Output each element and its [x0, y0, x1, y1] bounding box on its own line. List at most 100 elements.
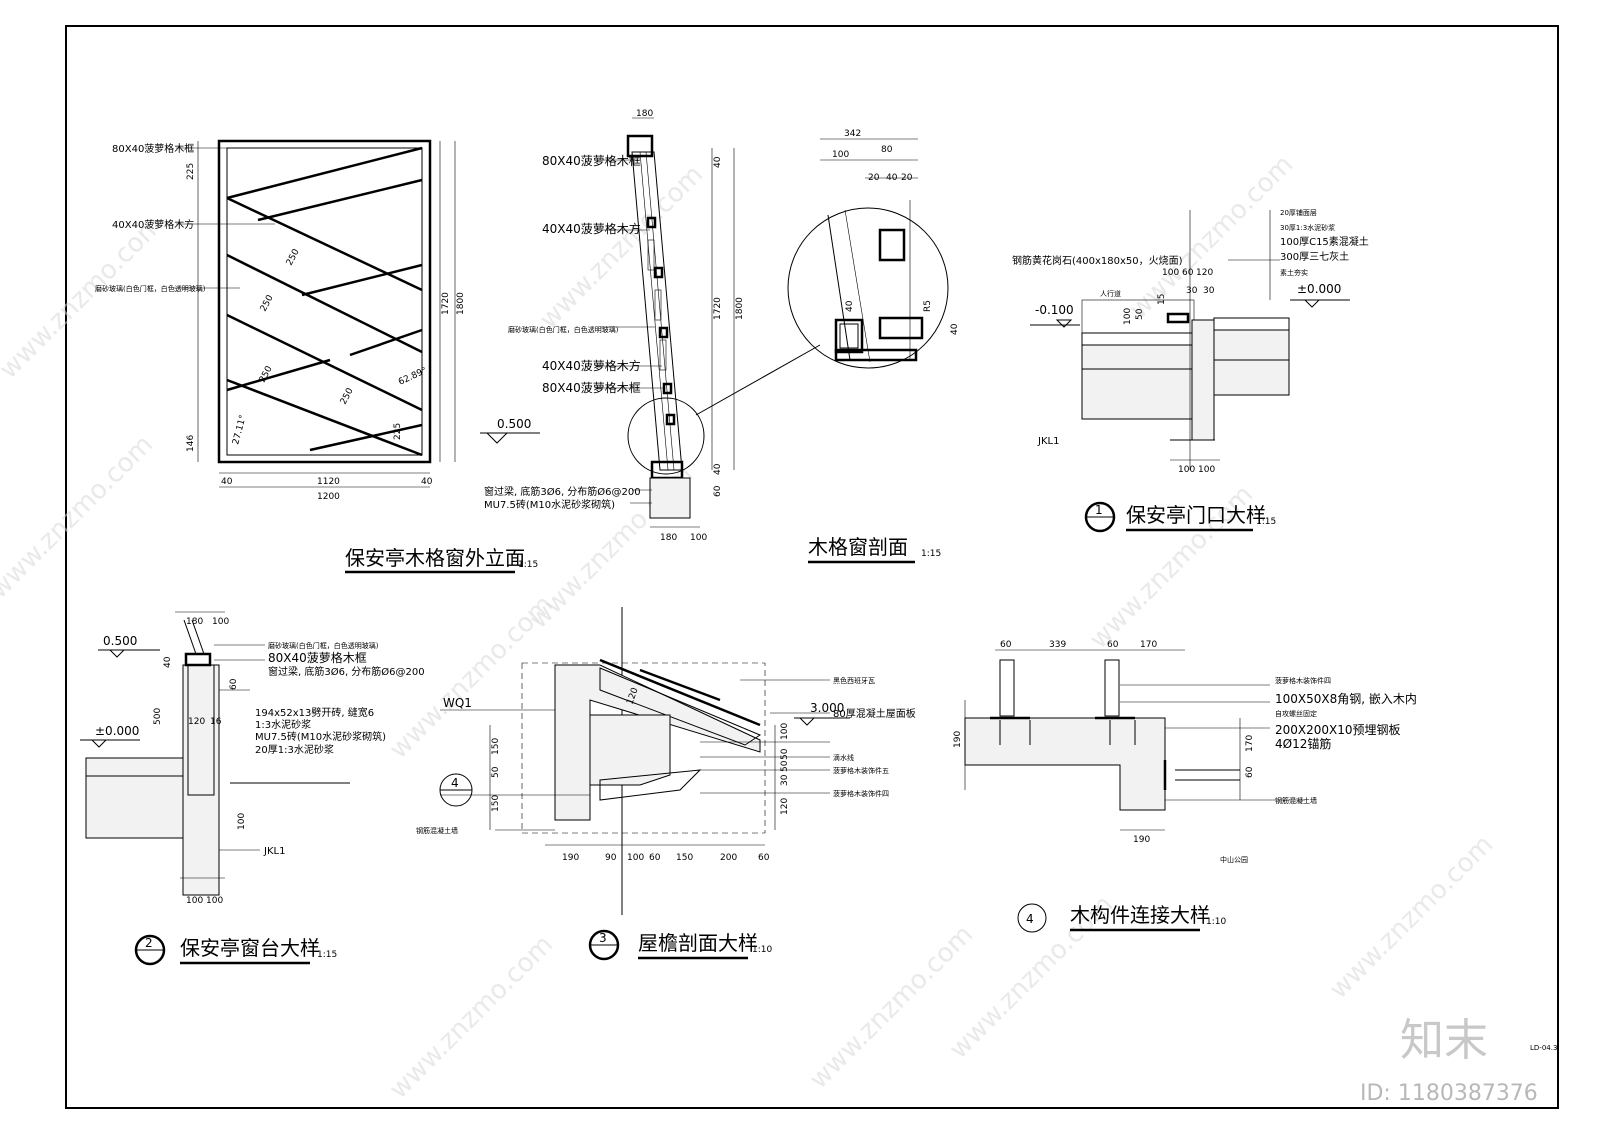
svg-text:±0.000: ±0.000 [1297, 282, 1341, 296]
svg-text:www.znzmo.com: www.znzmo.com [0, 430, 159, 605]
elevation-title: 保安亭木格窗外立面 [345, 546, 525, 570]
svg-text:20厚铺面层: 20厚铺面层 [1280, 208, 1317, 217]
svg-text:自攻螺丝固定: 自攻螺丝固定 [1275, 709, 1317, 718]
svg-text:菠萝格木装饰件四: 菠萝格木装饰件四 [1275, 676, 1331, 685]
svg-text:100: 100 [186, 896, 203, 906]
svg-text:4: 4 [451, 776, 459, 790]
svg-text:60: 60 [758, 853, 770, 863]
svg-text:3.000: 3.000 [810, 701, 844, 715]
svg-text:1:15: 1:15 [518, 560, 538, 570]
svg-text:60: 60 [713, 485, 723, 497]
svg-text:120: 120 [1196, 268, 1213, 278]
svg-text:3: 3 [599, 931, 607, 945]
svg-text:www.znzmo.com: www.znzmo.com [1124, 150, 1299, 325]
svg-text:194x52x13劈开砖, 缝宽6: 194x52x13劈开砖, 缝宽6 [255, 706, 374, 719]
svg-text:钢筋黄花岗石(400x180x50，火烧面): 钢筋黄花岗石(400x180x50，火烧面) [1012, 254, 1183, 267]
svg-text:R5: R5 [923, 300, 933, 312]
svg-text:60: 60 [229, 678, 239, 690]
svg-text:菠萝格木装饰件五: 菠萝格木装饰件五 [833, 766, 889, 775]
svg-text:500: 500 [153, 708, 163, 725]
svg-text:190: 190 [562, 853, 579, 863]
svg-text:180: 180 [660, 533, 677, 543]
svg-text:1800: 1800 [456, 292, 466, 315]
svg-text:1:10: 1:10 [1206, 917, 1226, 927]
svg-text:40: 40 [713, 463, 723, 475]
svg-text:100: 100 [832, 150, 849, 160]
svg-text:100: 100 [1198, 465, 1215, 475]
svg-text:15: 15 [1157, 294, 1167, 305]
svg-text:200: 200 [720, 853, 737, 863]
svg-text:菠萝格木装饰件四: 菠萝格木装饰件四 [833, 789, 889, 798]
svg-text:1:15: 1:15 [1256, 517, 1276, 527]
svg-text:磨砂玻璃(白色门框，白色透明玻璃): 磨砂玻璃(白色门框，白色透明玻璃) [508, 325, 619, 334]
section-title: 木格窗剖面 [808, 535, 908, 559]
svg-text:20厚1:3水泥砂浆: 20厚1:3水泥砂浆 [255, 743, 334, 756]
svg-text:40: 40 [221, 477, 233, 487]
svg-text:钢筋混凝土墙: 钢筋混凝土墙 [1275, 796, 1317, 805]
svg-text:2: 2 [145, 936, 153, 950]
svg-text:4: 4 [1026, 912, 1034, 926]
svg-text:±0.000: ±0.000 [95, 724, 139, 738]
svg-text:120: 120 [780, 798, 790, 815]
svg-text:40X40菠萝格木方: 40X40菠萝格木方 [542, 358, 641, 373]
svg-text:150: 150 [676, 853, 693, 863]
svg-text:100厚C15素混凝土: 100厚C15素混凝土 [1280, 235, 1369, 248]
id-text: ID: 1180387376 [1360, 1081, 1538, 1106]
svg-text:60: 60 [649, 853, 661, 863]
svg-text:100: 100 [212, 617, 229, 627]
svg-text:50: 50 [780, 748, 790, 760]
svg-text:1720: 1720 [441, 292, 451, 315]
svg-text:20: 20 [901, 173, 913, 183]
door-detail-title: 保安亭门口大样 [1126, 503, 1266, 527]
svg-text:40: 40 [421, 477, 433, 487]
svg-text:100: 100 [206, 896, 223, 906]
svg-text:40: 40 [845, 300, 855, 312]
svg-text:-0.100: -0.100 [1035, 303, 1074, 317]
svg-text:250: 250 [259, 293, 276, 313]
svg-text:1120: 1120 [317, 477, 340, 487]
door-detail-view: 20厚铺面层 30厚1:3水泥砂浆 100厚C15素混凝土 300厚三七灰土 素… [1012, 208, 1369, 533]
svg-text:60: 60 [1245, 766, 1255, 778]
svg-text:40X40菠萝格木方: 40X40菠萝格木方 [112, 218, 194, 231]
svg-text:100: 100 [1162, 268, 1179, 278]
svg-text:磨砂玻璃(白色门框，白色透明玻璃): 磨砂玻璃(白色门框，白色透明玻璃) [95, 284, 206, 293]
svg-text:100: 100 [627, 853, 644, 863]
svg-text:0.500: 0.500 [497, 417, 531, 431]
svg-text:钢筋混凝土墙: 钢筋混凝土墙 [416, 826, 458, 835]
svg-text:1: 1 [1095, 503, 1103, 517]
svg-text:50: 50 [780, 760, 790, 772]
svg-text:62.89°: 62.89° [397, 366, 429, 388]
svg-text:150: 150 [491, 795, 501, 812]
svg-text:1800: 1800 [735, 297, 745, 320]
sheet-border [65, 25, 1559, 1109]
svg-text:40: 40 [950, 323, 960, 335]
svg-text:磨砂玻璃(白色门框，白色透明玻璃): 磨砂玻璃(白色门框，白色透明玻璃) [268, 641, 379, 650]
svg-text:200X200X10预埋钢板: 200X200X10预埋钢板 [1275, 723, 1401, 737]
svg-text:180: 180 [186, 617, 203, 627]
svg-text:16: 16 [210, 717, 222, 727]
svg-text:4Ø12锚筋: 4Ø12锚筋 [1275, 736, 1331, 751]
svg-text:JKL1: JKL1 [1037, 436, 1059, 447]
svg-text:50: 50 [491, 766, 501, 778]
svg-text:150: 150 [491, 738, 501, 755]
svg-text:40X40菠萝格木方: 40X40菠萝格木方 [542, 221, 641, 236]
svg-text:30: 30 [780, 774, 790, 786]
svg-text:1:15: 1:15 [317, 950, 337, 960]
svg-text:80X40菠萝格木框: 80X40菠萝格木框 [112, 142, 194, 155]
svg-text:100: 100 [780, 723, 790, 740]
svg-text:30: 30 [1186, 286, 1198, 296]
svg-text:80厚混凝土屋面板: 80厚混凝土屋面板 [833, 707, 916, 720]
svg-text:MU7.5砖(M10水泥砂浆砌筑): MU7.5砖(M10水泥砂浆砌筑) [484, 498, 615, 511]
svg-text:27.11°: 27.11° [231, 414, 248, 446]
svg-text:225: 225 [393, 423, 403, 440]
svg-text:www.znzmo.com: www.znzmo.com [1324, 830, 1499, 1005]
svg-text:190: 190 [1133, 835, 1150, 845]
svg-text:342: 342 [844, 129, 861, 139]
svg-text:人行道: 人行道 [1100, 289, 1121, 298]
svg-text:中山公园: 中山公园 [1220, 855, 1248, 864]
svg-text:90: 90 [605, 853, 617, 863]
svg-text:100: 100 [690, 533, 707, 543]
svg-text:MU7.5砖(M10水泥砂浆砌筑): MU7.5砖(M10水泥砂浆砌筑) [255, 730, 386, 743]
svg-text:80X40菠萝格木框: 80X40菠萝格木框 [542, 380, 641, 395]
